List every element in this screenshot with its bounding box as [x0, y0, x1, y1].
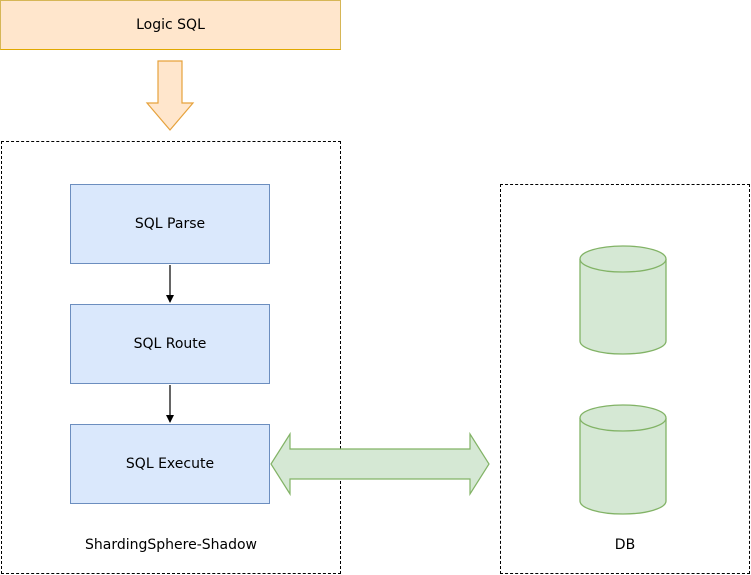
sql-parse-label: SQL Parse — [134, 216, 206, 232]
logic-sql-box: Logic SQL — [0, 0, 341, 50]
sql-execute-box: SQL Execute — [70, 424, 270, 504]
logic-to-shadow-arrow — [145, 60, 195, 131]
db-container-caption: DB — [614, 537, 636, 553]
sql-parse-box: SQL Parse — [70, 184, 270, 264]
shardingsphere-shadow-container — [1, 141, 341, 574]
shadow-container-caption: ShardingSphere-Shadow — [85, 537, 257, 553]
sql-execute-label: SQL Execute — [125, 456, 215, 472]
db-container — [500, 184, 750, 574]
sql-route-box: SQL Route — [70, 304, 270, 384]
sql-route-label: SQL Route — [133, 336, 207, 352]
logic-sql-label: Logic SQL — [136, 17, 205, 33]
